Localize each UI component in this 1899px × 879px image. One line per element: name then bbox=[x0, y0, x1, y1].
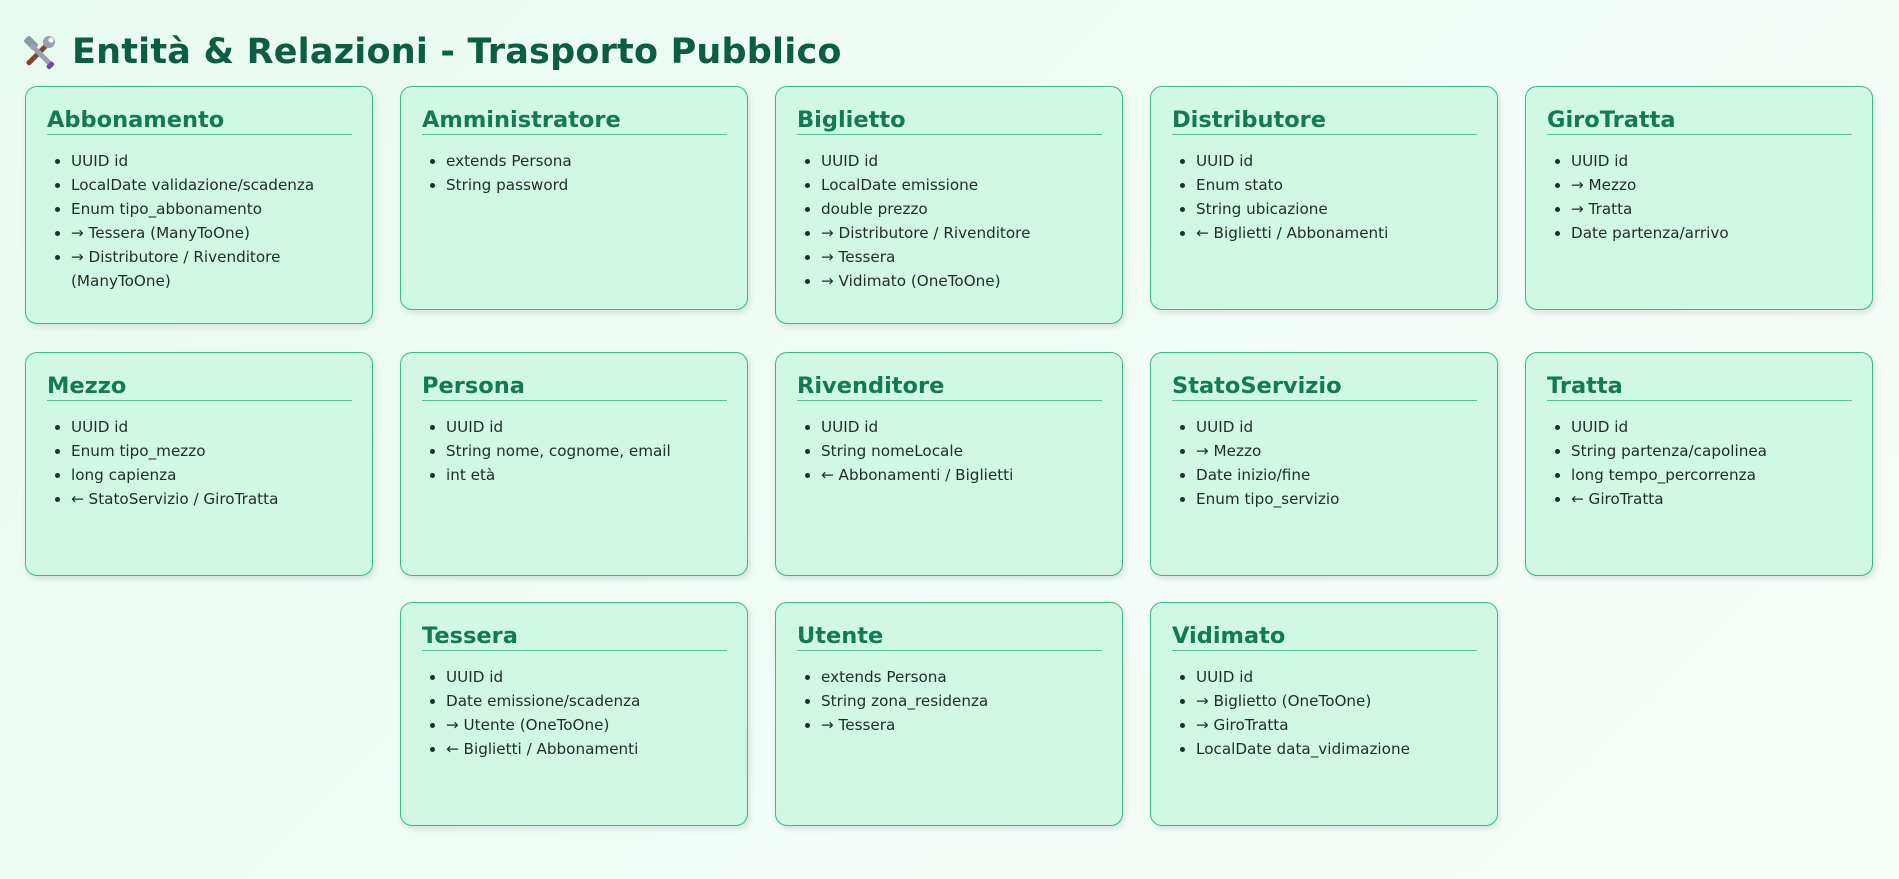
entity-title: Mezzo bbox=[47, 373, 352, 401]
entity-field: UUID id bbox=[1196, 665, 1477, 689]
entity-field: Date emissione/scadenza bbox=[446, 689, 727, 713]
entity-field-list: UUID idString nome, cognome, emailint et… bbox=[422, 415, 727, 487]
entity-card-vidimato: VidimatoUUID id→ Biglietto (OneToOne)→ G… bbox=[1150, 602, 1498, 826]
entity-field: String nome, cognome, email bbox=[446, 439, 727, 463]
entity-field: Enum tipo_abbonamento bbox=[71, 197, 352, 221]
entity-field: Date partenza/arrivo bbox=[1571, 221, 1852, 245]
entity-field: String password bbox=[446, 173, 727, 197]
entity-card-persona: PersonaUUID idString nome, cognome, emai… bbox=[400, 352, 748, 576]
entity-title: Amministratore bbox=[422, 107, 727, 135]
entity-card-biglietto: BigliettoUUID idLocalDate emissionedoubl… bbox=[775, 86, 1123, 324]
entity-title: StatoServizio bbox=[1172, 373, 1477, 401]
entity-field: long tempo_percorrenza bbox=[1571, 463, 1852, 487]
entity-field: long capienza bbox=[71, 463, 352, 487]
entity-field: UUID id bbox=[446, 665, 727, 689]
entity-field: ← Biglietti / Abbonamenti bbox=[1196, 221, 1477, 245]
entity-field: String ubicazione bbox=[1196, 197, 1477, 221]
entity-title: Biglietto bbox=[797, 107, 1102, 135]
entity-field: → Utente (OneToOne) bbox=[446, 713, 727, 737]
entity-field: LocalDate data_vidimazione bbox=[1196, 737, 1477, 761]
entity-card-utente: Utente extends PersonaString zona_residen… bbox=[775, 602, 1123, 826]
entity-card-mezzo: MezzoUUID idEnum tipo_mezzolong capienza… bbox=[25, 352, 373, 576]
entity-card-statoservizio: StatoServizioUUID id→ MezzoDate inizio/f… bbox=[1150, 352, 1498, 576]
entity-field-list: UUID idEnum tipo_mezzolong capienza← Sta… bbox=[47, 415, 352, 511]
entity-grid: AbbonamentoUUID idLocalDate validazione/… bbox=[25, 86, 1875, 826]
entity-field: Enum stato bbox=[1196, 173, 1477, 197]
entity-field: → Tessera bbox=[821, 713, 1102, 737]
entity-field: ← Abbonamenti / Biglietti bbox=[821, 463, 1102, 487]
entity-field: UUID id bbox=[821, 149, 1102, 173]
entity-field-list: UUID id→ Mezzo→ TrattaDate partenza/arri… bbox=[1547, 149, 1852, 245]
entity-field: Date inizio/fine bbox=[1196, 463, 1477, 487]
page-title: Entità & Relazioni - Trasporto Pubblico bbox=[72, 32, 842, 72]
entity-field: ← Biglietti / Abbonamenti bbox=[446, 737, 727, 761]
entity-field: UUID id bbox=[446, 415, 727, 439]
entity-field: extends Persona bbox=[446, 149, 727, 173]
entity-title: Utente bbox=[797, 623, 1102, 651]
entity-title: GiroTratta bbox=[1547, 107, 1852, 135]
entity-field: UUID id bbox=[1571, 149, 1852, 173]
entity-field: LocalDate emissione bbox=[821, 173, 1102, 197]
entity-title: Rivenditore bbox=[797, 373, 1102, 401]
entity-field: → Tessera bbox=[821, 245, 1102, 269]
entity-field: String zona_residenza bbox=[821, 689, 1102, 713]
entity-field: UUID id bbox=[1196, 149, 1477, 173]
entity-card-distributore: DistributoreUUID idEnum statoString ubic… bbox=[1150, 86, 1498, 310]
entity-field: UUID id bbox=[71, 149, 352, 173]
entity-title: Tratta bbox=[1547, 373, 1852, 401]
entity-field: String nomeLocale bbox=[821, 439, 1102, 463]
entity-card-tratta: TrattaUUID idString partenza/capolinealo… bbox=[1525, 352, 1873, 576]
entity-field-list: extends PersonaString password bbox=[422, 149, 727, 197]
entity-field: → Mezzo bbox=[1571, 173, 1852, 197]
entity-field: int età bbox=[446, 463, 727, 487]
entity-field-list: UUID idString nomeLocale← Abbonamenti / … bbox=[797, 415, 1102, 487]
entity-field: → Mezzo bbox=[1196, 439, 1477, 463]
entity-field: UUID id bbox=[1571, 415, 1852, 439]
entity-field: ← GiroTratta bbox=[1571, 487, 1852, 511]
entity-field-list: extends PersonaString zona_residenza→ Te… bbox=[797, 665, 1102, 737]
entity-field-list: UUID idLocalDate validazione/scadenzaEnu… bbox=[47, 149, 352, 293]
entity-field: → Vidimato (OneToOne) bbox=[821, 269, 1102, 293]
entity-card-tessera: TesseraUUID idDate emissione/scadenza→ U… bbox=[400, 602, 748, 826]
entity-field: extends Persona bbox=[821, 665, 1102, 689]
entity-field: → Distributore / Rivenditore (ManyToOne) bbox=[71, 245, 352, 293]
entity-field-list: UUID idDate emissione/scadenza→ Utente (… bbox=[422, 665, 727, 761]
entity-card-abbonamento: AbbonamentoUUID idLocalDate validazione/… bbox=[25, 86, 373, 324]
entity-title: Tessera bbox=[422, 623, 727, 651]
entity-field: → Distributore / Rivenditore bbox=[821, 221, 1102, 245]
entity-field: UUID id bbox=[1196, 415, 1477, 439]
entity-title: Abbonamento bbox=[47, 107, 352, 135]
entity-title: Vidimato bbox=[1172, 623, 1477, 651]
entity-field: → Tratta bbox=[1571, 197, 1852, 221]
entity-card-amministratore: Amministratore extends PersonaString pass… bbox=[400, 86, 748, 310]
entity-field: UUID id bbox=[71, 415, 352, 439]
entity-field-list: UUID idEnum statoString ubicazione← Bigl… bbox=[1172, 149, 1477, 245]
entity-field: ← StatoServizio / GiroTratta bbox=[71, 487, 352, 511]
entity-field: UUID id bbox=[821, 415, 1102, 439]
entity-field-list: UUID id→ MezzoDate inizio/fineEnum tipo_… bbox=[1172, 415, 1477, 511]
entity-field: LocalDate validazione/scadenza bbox=[71, 173, 352, 197]
entity-field: Enum tipo_servizio bbox=[1196, 487, 1477, 511]
page-header: Entità & Relazioni - Trasporto Pubblico bbox=[20, 28, 842, 76]
entity-title: Distributore bbox=[1172, 107, 1477, 135]
entity-field-list: UUID id→ Biglietto (OneToOne)→ GiroTratt… bbox=[1172, 665, 1477, 761]
entity-field: double prezzo bbox=[821, 197, 1102, 221]
tools-icon bbox=[20, 33, 58, 71]
entity-field: → GiroTratta bbox=[1196, 713, 1477, 737]
entity-card-girotratta: GiroTrattaUUID id→ Mezzo→ TrattaDate par… bbox=[1525, 86, 1873, 310]
entity-field: → Biglietto (OneToOne) bbox=[1196, 689, 1477, 713]
entity-field-list: UUID idString partenza/capolinealong tem… bbox=[1547, 415, 1852, 511]
entity-field: → Tessera (ManyToOne) bbox=[71, 221, 352, 245]
entity-field: Enum tipo_mezzo bbox=[71, 439, 352, 463]
entity-title: Persona bbox=[422, 373, 727, 401]
entity-field-list: UUID idLocalDate emissionedouble prezzo→… bbox=[797, 149, 1102, 293]
entity-field: String partenza/capolinea bbox=[1571, 439, 1852, 463]
entity-card-rivenditore: RivenditoreUUID idString nomeLocale← Abb… bbox=[775, 352, 1123, 576]
